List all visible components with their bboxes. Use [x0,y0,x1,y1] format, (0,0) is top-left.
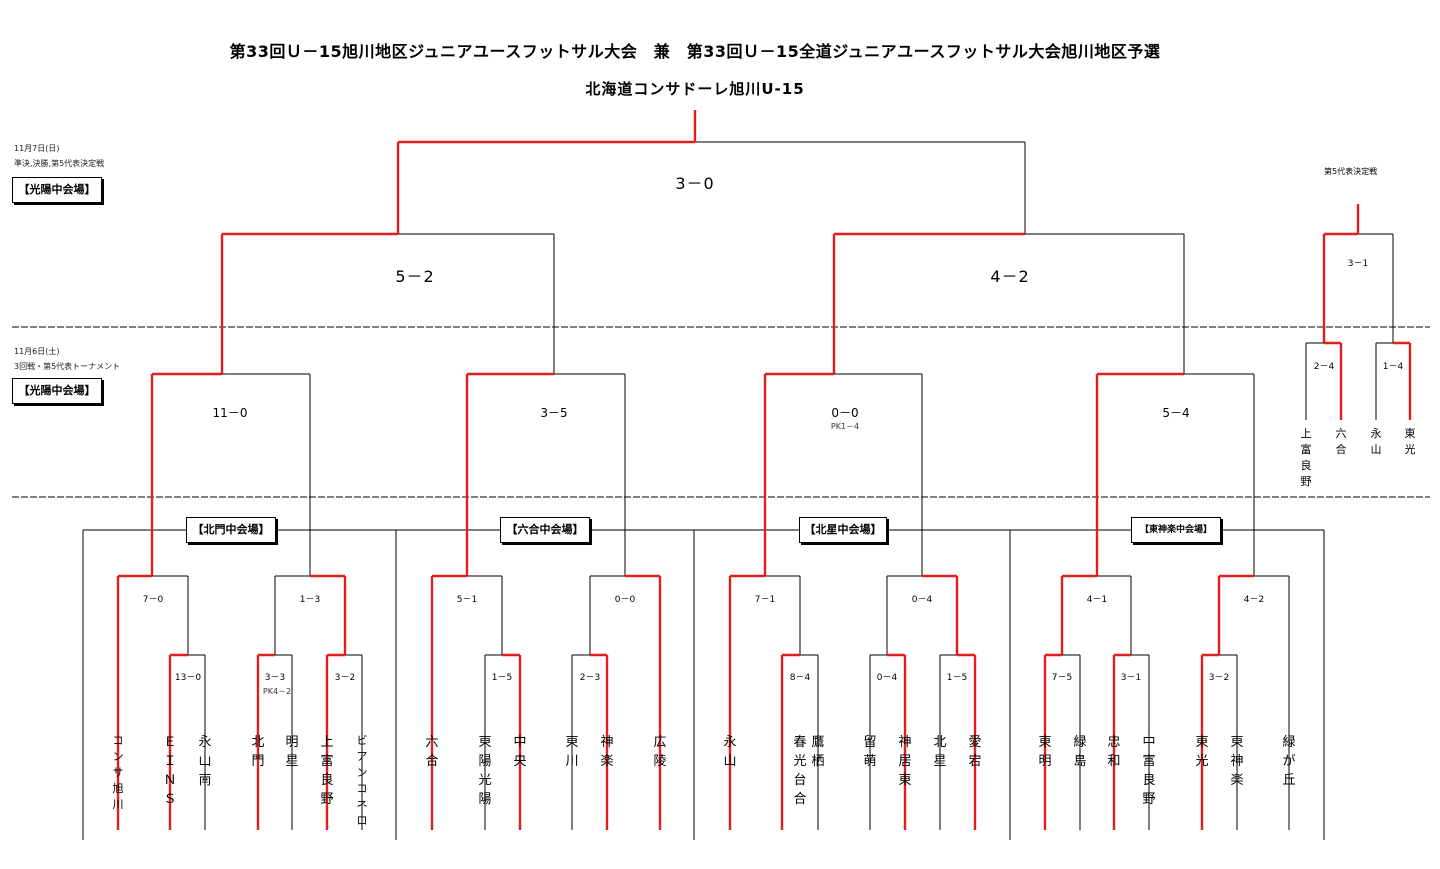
r1-score-4: 1－5 [491,673,513,683]
day2-date: 11月7日(日) [14,144,60,153]
venue-box-4: 【東神楽中会場】 [1131,517,1221,543]
r2-score-4: 0－0 [614,595,636,605]
qf-score-1: 11－0 [212,406,248,420]
r2-score-6: 0－4 [911,595,933,605]
tournament-title: 第33回Ｕ－15旭川地区ジュニアユースフットサル大会 兼 第33回Ｕ－15全道ジ… [229,42,1161,61]
team-name: 東光 [1195,735,1209,769]
semifinal-left-score: 5－2 [395,267,435,286]
qf-score-3: 0－0 [831,406,859,420]
r1-score-7: 0－4 [876,673,898,683]
r1-score-9: 7－5 [1051,673,1073,683]
venue-box-3: 【北星中会場】 [799,517,887,543]
team-name: 鷹栖 [811,735,825,769]
team-name: 東光 [1404,427,1416,456]
team-name: 北星 [933,735,947,769]
team-name: 神居東 [898,735,912,788]
qf-score-4: 5－4 [1162,406,1190,420]
semifinal-right-score: 4－2 [990,267,1030,286]
qf-pk-score: PK1－4 [830,422,860,431]
day1-note: 3回戦・第5代表トーナメント [14,362,121,371]
day1-date: 11月6日(土) [14,347,60,356]
r1-score-6: 8－4 [789,673,811,683]
team-name: 東陽光陽 [478,735,492,807]
team-name: 中富良野 [1142,735,1156,807]
day2-venue-box: 【光陽中会場】 [12,177,102,203]
r1-score-3: 3－2 [334,673,356,683]
team-name: 中央 [513,735,527,769]
qf-score-2: 3－5 [540,406,568,420]
fifth-semi-score-1: 2－4 [1313,362,1335,372]
team-name: 留萌 [863,735,877,769]
r1-score-1: 13－0 [174,673,202,683]
team-name: 緑が丘 [1282,735,1296,788]
team-name: ビアンコネロ [356,734,368,827]
team-name: 六合 [425,735,439,769]
venue-box-2: 【六合中会場】 [500,517,590,543]
team-name: 永山 [723,735,737,769]
team-name: 上富良野 [320,735,334,807]
team-name: 東川 [565,735,579,769]
r1-pk-score: PK4－2 [262,687,292,696]
fifth-final-score: 3－1 [1347,259,1369,269]
team-name: 東明 [1038,735,1052,769]
final-score: 3－0 [675,174,715,193]
team-name: 春光台合 [793,735,807,807]
team-name: 忠和 [1107,735,1121,769]
day1-venue-box: 【光陽中会場】 [12,378,102,404]
r1-score-10: 3－1 [1120,673,1142,683]
fifth-semi-score-2: 1－4 [1382,362,1404,372]
r1-score-8: 1－5 [946,673,968,683]
r1-score-2: 3－3 [264,673,286,683]
team-name: 上富良野 [1300,427,1312,488]
team-name: 神楽 [600,735,614,769]
champion-name: 北海道コンサドーレ旭川U-15 [585,80,805,98]
r2-score-8: 4－2 [1243,595,1265,605]
team-name: 広陵 [653,735,667,769]
r2-score-2: 1－3 [299,595,321,605]
r2-score-5: 7－1 [754,595,776,605]
r2-score-1: 7－0 [142,595,164,605]
team-name: 北門 [251,735,265,769]
team-name: 永山南 [198,735,212,788]
team-name: 愛宕 [968,735,982,769]
r1-score-5: 2－3 [579,673,601,683]
fifth-place-label: 第5代表決定戦 [1324,167,1378,176]
team-name: 緑島 [1073,735,1087,769]
venue-box-1: 【北門中会場】 [186,517,276,543]
team-name: 永山 [1370,427,1382,456]
r2-score-7: 4－1 [1086,595,1108,605]
day2-note: 準決,決勝,第5代表決定戦 [14,159,105,168]
team-name: コンサ旭川 [112,734,124,811]
r1-score-11: 3－2 [1208,673,1230,683]
team-name: 明星 [285,735,299,769]
team-name: 六合 [1335,427,1347,456]
team-name: 東神楽 [1230,735,1244,788]
r2-score-3: 5－1 [456,595,478,605]
